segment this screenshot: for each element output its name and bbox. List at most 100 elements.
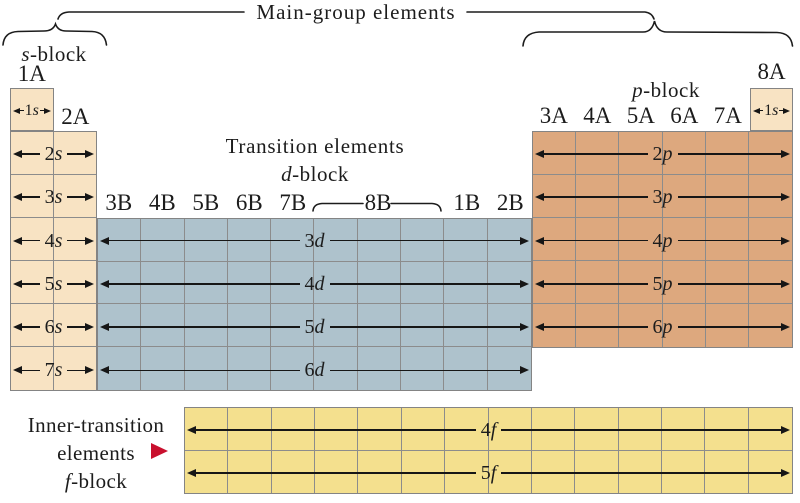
arrow-line (501, 428, 781, 431)
cell (576, 260, 620, 304)
cell (401, 347, 445, 391)
orbital-arrow-5f: 5f (187, 452, 790, 496)
cell (314, 304, 358, 348)
arrowhead-right-icon (85, 193, 95, 202)
arrow-line (22, 282, 40, 285)
arrow-line (39, 109, 44, 112)
arrow-line (67, 239, 86, 242)
arrow-line (544, 326, 648, 328)
orbital-arrow-1s: 1s (752, 89, 791, 132)
orbital-arrow-1s: 1s (13, 89, 51, 132)
arrowhead-left-icon (100, 366, 109, 375)
orbital-label: 3d (304, 229, 325, 252)
cell (619, 450, 662, 493)
f-block-title: f-block (0, 467, 192, 495)
arrow-line (109, 239, 300, 242)
group-label-1a: 1A (17, 61, 46, 86)
f-block-italic: f (64, 469, 72, 493)
orbital-arrow-2p: 2p (535, 132, 790, 175)
cell (533, 303, 577, 347)
arrowhead-left-icon (535, 193, 544, 202)
arrow-line (544, 282, 648, 285)
arrow-line (109, 369, 300, 372)
cell (445, 450, 489, 493)
arrow-line (196, 472, 476, 475)
orbital-arrow-4f: 4f (187, 408, 790, 452)
orbital-arrow-6p: 6p (535, 305, 790, 348)
cell (271, 261, 315, 305)
cell (532, 450, 576, 493)
arrowhead-left-icon (187, 469, 196, 478)
orbital-arrow-6d: 6d (100, 349, 529, 392)
red-pointer-icon (151, 443, 168, 459)
cell (358, 347, 402, 391)
arrowhead-left-icon (535, 236, 544, 245)
p-block-italic: p (632, 78, 644, 102)
f-block-rest: -block (71, 469, 128, 493)
cell (487, 219, 531, 262)
orbital-label: 3p (652, 186, 673, 209)
arrow-line (329, 369, 520, 372)
orbital-label: 5d (304, 316, 325, 339)
arrow-line (544, 196, 648, 199)
arrowhead-left-icon (13, 366, 22, 375)
arrow-line (109, 282, 300, 285)
cell (444, 304, 488, 348)
arrowhead-right-icon (783, 107, 791, 114)
group-label-8a: 8A (757, 59, 786, 84)
d-block-italic: d (281, 162, 293, 186)
cell (185, 347, 228, 391)
orbital-arrow-3s: 3s (13, 176, 95, 219)
cell (271, 218, 315, 262)
cell (705, 260, 749, 304)
arrowhead-left-icon (13, 149, 22, 158)
main-group-line-right (466, 11, 655, 20)
arrow-line (22, 239, 40, 242)
transition-elements-title: Transition elements (225, 134, 405, 158)
cell (619, 132, 663, 176)
cell (401, 304, 445, 348)
p-block-brace (522, 20, 794, 47)
d-block-rest: -block (292, 162, 349, 186)
cell (748, 261, 792, 304)
cell (141, 347, 185, 391)
arrowhead-right-icon (781, 193, 790, 202)
orbital-label: 6p (652, 316, 673, 339)
orbital-arrow-4p: 4p (535, 219, 790, 262)
arrow-line (22, 153, 40, 155)
main-group-line-left (57, 11, 245, 20)
cell (11, 218, 54, 262)
cell (11, 261, 54, 305)
arrowhead-right-icon (781, 279, 790, 288)
orbital-label: 2p (652, 142, 673, 165)
cell (748, 132, 792, 176)
orbital-arrow-6s: 6s (13, 305, 95, 348)
orbital-label: 4p (652, 229, 673, 252)
orbital-label: 4d (304, 272, 325, 295)
orbital-label: 6d (304, 359, 325, 382)
group-label-2a: 2A (61, 104, 90, 129)
arrowhead-right-icon (43, 107, 51, 114)
cell (705, 450, 749, 493)
p-block-title: p-block (632, 80, 700, 101)
arrow-line (677, 196, 781, 199)
arrowhead-left-icon (13, 323, 22, 332)
cell (533, 218, 577, 261)
s-block-title: s-block (21, 44, 86, 65)
helium-cell: 1s (749, 88, 793, 132)
p-block-rest: -block (643, 78, 700, 102)
cell (619, 260, 663, 304)
arrowhead-right-icon (781, 469, 790, 478)
arrow-line (677, 326, 781, 328)
arrowhead-right-icon (781, 323, 790, 332)
orbital-label: 5p (652, 272, 673, 295)
group-label-7a: 7A (713, 103, 742, 128)
d-block-title: d-block (281, 164, 349, 185)
arrow-line (779, 109, 784, 112)
cell (315, 450, 359, 493)
cell (228, 450, 272, 493)
arrowhead-right-icon (85, 149, 95, 158)
cell (185, 450, 229, 493)
group-label-3b: 3B (105, 190, 133, 215)
